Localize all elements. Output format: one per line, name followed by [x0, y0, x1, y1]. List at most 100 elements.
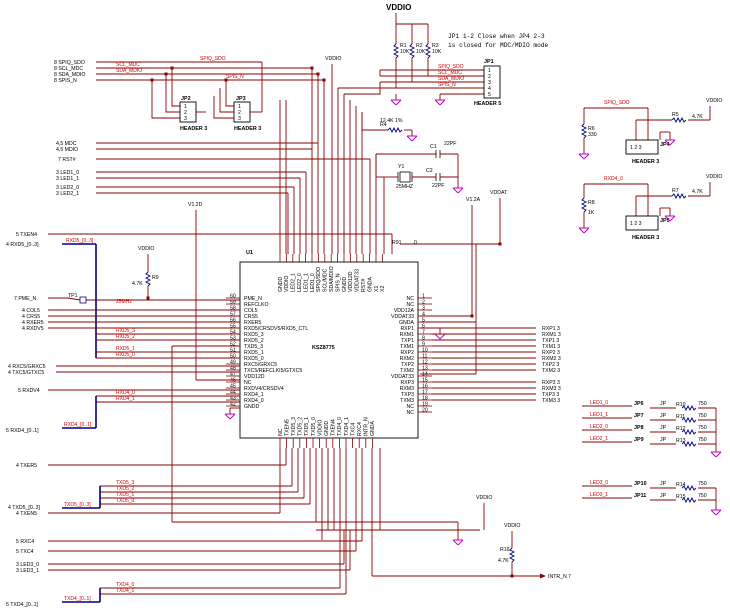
- chip-left-pin-name: RXD5/CRSDV5/RXD5_CTL: [244, 326, 308, 332]
- crystal-y1: [399, 171, 411, 183]
- port-txen4: 5 TXEN4: [16, 232, 37, 238]
- r2-ref: R2: [416, 43, 423, 49]
- r1-ref: R1: [400, 43, 407, 49]
- jp1-pin-1: 1: [488, 68, 491, 74]
- chip-left-pin-number: 49: [230, 360, 236, 366]
- led-jp-word: JP: [660, 413, 667, 419]
- net-rxd5-1: RXD5_1: [116, 346, 135, 352]
- ground-icon: [434, 333, 446, 340]
- port-spiq-sdo: 8 SPIQ_SDO: [54, 60, 85, 66]
- chip-right-pin-number: 7: [422, 330, 425, 336]
- chip-left-pin-name: RXD5_1: [244, 350, 264, 356]
- port-sda-mdio: 8 SDA_MDIO: [54, 72, 85, 78]
- right-port-label: RXM2 3: [542, 356, 561, 362]
- chip-right-pin-name: RXM1: [400, 332, 415, 338]
- net-rxd5-0: RXD5_0: [116, 352, 135, 358]
- chip-left-pin-number: 54: [230, 330, 236, 336]
- chip-bottom-wiring: VDDIO VDDIO R16 4.7K INTR_N 7: [291, 448, 571, 594]
- chip-right-pin-name: RXP1: [400, 326, 414, 332]
- jp1-ref: JP1: [484, 59, 494, 65]
- port-led3-0: 3 LED3_0: [16, 562, 39, 568]
- net-rxd5-3: RXD5_3: [116, 328, 135, 334]
- chip-top-pin-name: SDA/MDIO: [329, 266, 335, 292]
- jp4-pins: 1 2 3: [630, 145, 642, 151]
- crystal-block: R4 12.4K 1% C1 22PF Y1 25MHZ C2 22PF VDD…: [361, 112, 508, 375]
- chip-left-pin-name: TXC5/REFCLKI5/GTXC5: [244, 368, 302, 374]
- jp1-pin-3: 3: [488, 80, 491, 86]
- chip-top-pin-name: GNDD: [278, 276, 284, 292]
- chip-left-pin-name: RXD5_2: [244, 338, 264, 344]
- chip-left-pin-number: 57: [230, 312, 236, 318]
- chip-top-pin-name: X1: [374, 286, 380, 292]
- r1-value: 10K: [400, 49, 410, 55]
- chip-right-pin-name: RXP3: [400, 380, 414, 386]
- chip-bottom-pin-name: INTR_N: [364, 417, 370, 436]
- y1-ref: Y1: [398, 164, 404, 170]
- jp3-pin-2: 2: [238, 110, 241, 116]
- chip-right-pin-name: TXP2: [401, 362, 414, 368]
- r7-ref: R7: [672, 188, 679, 194]
- chip-left-pin-number: 46: [230, 378, 236, 384]
- arrow-icon: [540, 573, 546, 579]
- chip-part: KSZ8775: [312, 345, 335, 351]
- led-resistor-ref: R11: [676, 414, 685, 420]
- net-txd4-bus: TXD4_[0..1]: [64, 596, 91, 602]
- port-led2-1: 3 LED2_1: [56, 191, 79, 197]
- led-jp-ref: JP10: [634, 481, 647, 487]
- port-led1-1: 3 LED1_1: [56, 176, 79, 182]
- chip-bottom-pin-name: TXD5_3: [291, 417, 297, 436]
- chip-left-pin-number: 53: [230, 336, 236, 342]
- port-scl-mdc: 8 SCL_MDC: [54, 66, 83, 72]
- r5-resistor: [671, 116, 687, 124]
- led-resistor-ref: R14: [676, 482, 686, 488]
- chip-top-pin-name: VDD12D: [348, 271, 354, 292]
- chip-right-pin-name: TXM2: [400, 368, 414, 374]
- r6-resistor: [580, 123, 588, 139]
- chip-left-pin-number: 45: [230, 384, 236, 390]
- chip-left-pin-name: CRS5: [244, 314, 258, 320]
- chip-right-pin-name: VDDAT33: [391, 314, 414, 320]
- jp1-header-label: HEADER 5: [474, 101, 501, 107]
- jp3-pin-3: 3: [238, 116, 241, 122]
- chip-left-pin-number: 47: [230, 372, 236, 378]
- net-txd5-2: TXD5_2: [116, 486, 135, 492]
- ground-icon: [434, 99, 446, 106]
- chip-right-pin-number: 18: [422, 396, 428, 402]
- net-rxd4-0: RXD4_0: [116, 390, 135, 396]
- chip-right-pin-number: 17: [422, 390, 428, 396]
- r9-resistor: [144, 271, 152, 287]
- led-net-label: LED1_1: [590, 412, 608, 418]
- r3-value: 10K: [432, 49, 442, 55]
- chip-ref: U1: [246, 250, 253, 256]
- c1-ref: C1: [430, 144, 437, 150]
- chip-left-pin-name: RXDV4/CRSDV4: [244, 386, 284, 392]
- jp1-pin-2: 2: [488, 74, 491, 80]
- led-jp-ref: JP9: [634, 437, 644, 443]
- chip-bottom-pin-name: GNDD: [324, 420, 330, 436]
- chip-bottom-pin-name: RXC4: [357, 422, 363, 436]
- led-resistor-ref: R10: [676, 402, 686, 408]
- led-jp-ref: JP6: [634, 401, 644, 407]
- chip-bottom-pin-name: TXD5_2: [298, 417, 304, 436]
- chip-left-pin-name: RXD4_1: [244, 392, 264, 398]
- right-port-label: RXM3 3: [542, 386, 561, 392]
- right-port-label: TXP1 3: [542, 338, 559, 344]
- net-txd5-1: TXD5_1: [116, 492, 135, 498]
- net-txd4-0: TXD4_0: [116, 582, 135, 588]
- led-resistor: [681, 496, 697, 504]
- chip-right-pin-number: 12: [422, 360, 428, 366]
- chip-right-pin-number: 20: [422, 408, 428, 414]
- ground-icon: [710, 451, 722, 458]
- port-spis-n: 8 SPIS_N: [54, 78, 77, 84]
- port-intr: INTR_N 7: [548, 574, 571, 580]
- chip-right-pin-name: GNDA: [399, 320, 415, 326]
- jp1-sig-spis: SPIS_N: [438, 82, 456, 88]
- port-pme: 7 PME_N: [14, 296, 36, 302]
- chip-left-pin-number: 51: [230, 348, 236, 354]
- right-port-label: RXP3 3: [542, 380, 560, 386]
- chip-bottom-pin-name: TXD5_1: [304, 417, 310, 436]
- right-port-label: TXM2 3: [542, 368, 560, 374]
- jp3-header: [233, 101, 251, 123]
